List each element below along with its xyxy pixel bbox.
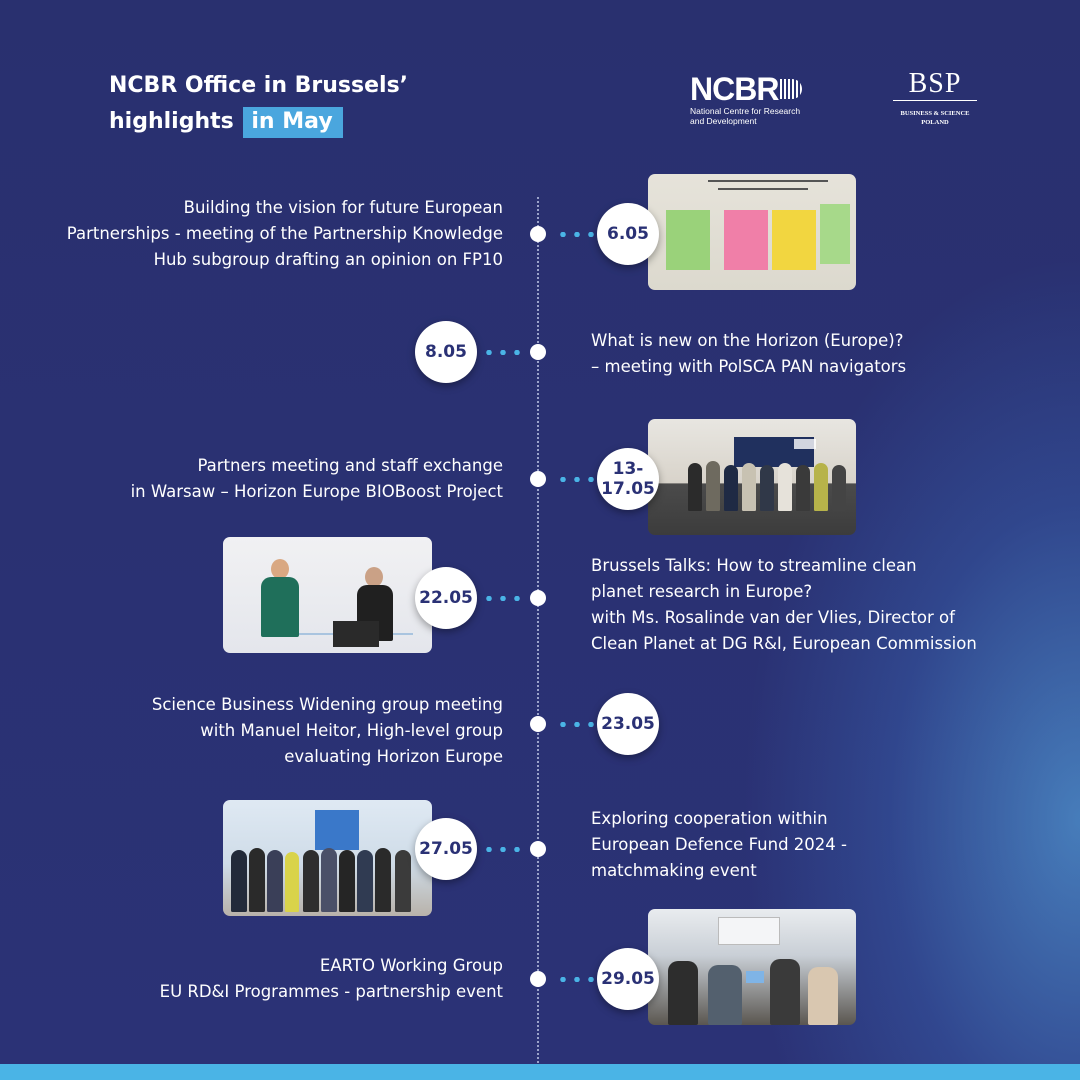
event-photo-6	[223, 800, 432, 916]
bsp-wordmark: BSP	[893, 68, 977, 101]
date-badge-6: 27.05	[415, 818, 477, 880]
bsp-subtitle-1: BUSINESS & SCIENCE	[900, 110, 970, 117]
timeline-node-3	[530, 471, 546, 487]
connector-dots-6	[482, 847, 524, 852]
timeline-node-7	[530, 971, 546, 987]
date-badge-3: 13- 17.05	[597, 448, 659, 510]
event-photo-1	[648, 174, 856, 290]
event-text-6: Exploring cooperation within European De…	[591, 809, 847, 880]
bsp-logo: BSP BUSINESS & SCIENCE POLAND	[893, 68, 977, 127]
timeline-node-6	[530, 841, 546, 857]
date-badge-4: 22.05	[415, 567, 477, 629]
bottom-accent-bar	[0, 1064, 1080, 1080]
connector-dots-3	[556, 477, 598, 482]
date-badge-2: 8.05	[415, 321, 477, 383]
timeline-node-2	[530, 344, 546, 360]
title-line-1: NCBR Office in Brussels’	[109, 73, 409, 98]
timeline-node-1	[530, 226, 546, 242]
timeline-node-4	[530, 590, 546, 606]
connector-dots-2	[482, 350, 524, 355]
bsp-subtitle-2: POLAND	[921, 119, 949, 126]
event-photo-4	[223, 537, 432, 653]
timeline-node-5	[530, 716, 546, 732]
event-photo-3	[648, 419, 856, 535]
title-word: highlights	[109, 109, 234, 134]
connector-dots-7	[556, 977, 598, 982]
event-text-4: Brussels Talks: How to streamline clean …	[591, 556, 977, 653]
event-photo-7	[648, 909, 856, 1025]
ncbr-subtitle-2: and Development	[690, 116, 757, 126]
date-badge-5: 23.05	[597, 693, 659, 755]
event-text-7: EARTO Working Group EU RD&I Programmes -…	[159, 956, 503, 1001]
date-badge-1: 6.05	[597, 203, 659, 265]
connector-dots-5	[556, 722, 598, 727]
event-text-1: Building the vision for future European …	[66, 198, 503, 269]
ncbr-stripe-icon	[780, 79, 803, 99]
title-highlight: in May	[243, 107, 343, 138]
event-text-5: Science Business Widening group meeting …	[151, 695, 503, 766]
ncbr-wordmark: NCBR	[690, 71, 779, 107]
connector-dots-1	[556, 232, 598, 237]
page-title: NCBR Office in Brussels’ highlights in M…	[109, 68, 408, 140]
connector-dots-4	[482, 596, 524, 601]
event-text-3: Partners meeting and staff exchange in W…	[130, 456, 503, 501]
ncbr-logo: NCBR National Centre for Research and De…	[690, 71, 803, 126]
title-line-2: highlights in May	[109, 104, 408, 140]
date-badge-7: 29.05	[597, 948, 659, 1010]
event-text-2: What is new on the Horizon (Europe)? – m…	[591, 331, 907, 376]
ncbr-subtitle-1: National Centre for Research	[690, 106, 801, 116]
timeline-line	[537, 197, 539, 1067]
